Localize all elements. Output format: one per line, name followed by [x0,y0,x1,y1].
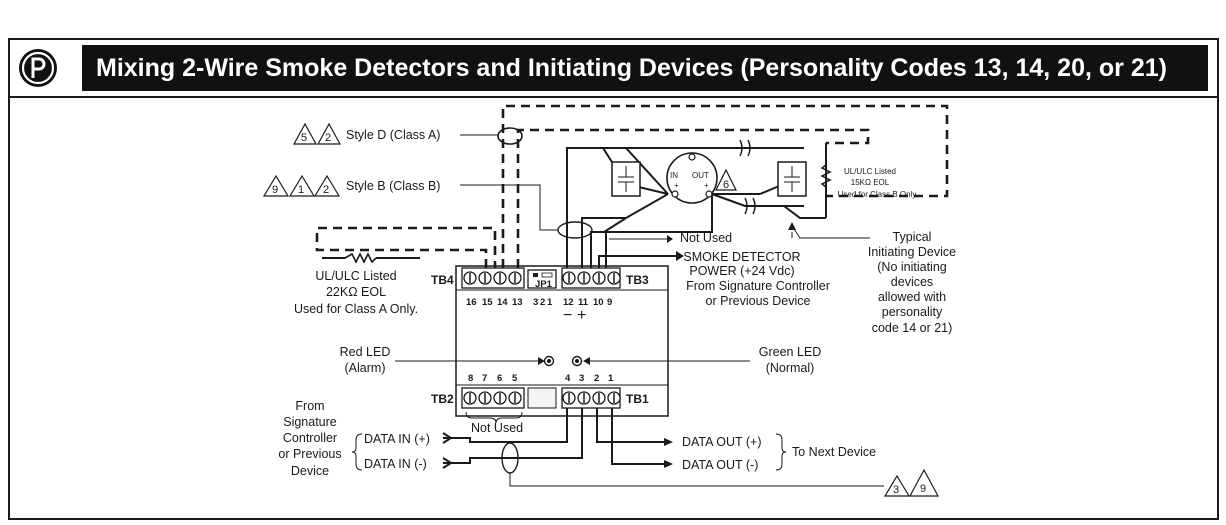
title-bar: Mixing 2-Wire Smoke Detectors and Initia… [10,40,1217,98]
pin-13: 13 [512,297,523,308]
wire-break-bottom [744,197,756,215]
style-b-label: Style B (Class B) [346,179,440,193]
from-sig-line2: Signature [283,415,337,429]
class-a-marker [497,127,523,145]
pin-10: 10 [593,297,604,308]
data-out-plus-label: DATA OUT (+) [682,435,762,449]
pin-9: 9 [607,297,612,308]
note-triangle-3: 3 [883,474,911,497]
tb3-label: TB3 [626,273,649,287]
eol-15k-line2: 15KΩ EOL [851,178,890,187]
svg-text:3: 3 [893,484,899,496]
eol-22k-line2: 22KΩ EOL [326,285,386,299]
to-next-device-label: To Next Device [792,445,876,459]
note-triangle-9a: 9 [262,174,290,197]
pin-6: 6 [497,373,502,384]
page-title: Mixing 2-Wire Smoke Detectors and Initia… [82,45,1208,91]
jp1-pin-2: 2 [540,297,545,308]
note-triangle-5: 5 [292,122,318,145]
typical-line3: (No initiating [877,260,947,274]
from-sig-line1: From [295,399,324,413]
pin-11: 11 [578,297,589,308]
from-sig-line5: Device [291,464,329,478]
red-led-line1: Red LED [340,345,391,359]
pin-5: 5 [512,373,518,384]
smoke-power-line3: From Signature Controller [686,279,830,293]
green-led-line1: Green LED [759,345,822,359]
pin-4: 4 [565,373,571,384]
diagram-frame: Mixing 2-Wire Smoke Detectors and Initia… [8,38,1219,520]
tb4-label: TB4 [431,273,454,287]
jp1-label: JP1 [535,279,553,290]
smoke-power-line4: or Previous Device [706,294,811,308]
detector-out-label: OUT [692,171,709,180]
detector-in-label: IN [670,171,678,180]
pin-12: 12 [563,297,574,308]
pin-3: 3 [579,373,584,384]
not-used-bottom: Not Used [471,421,523,435]
eol-22k-line1: UL/ULC Listed [315,269,396,283]
svg-text:9: 9 [272,184,278,196]
svg-text:9: 9 [920,483,926,495]
data-in-plus-label: DATA IN (+) [364,432,430,446]
class-b-marker [557,221,593,239]
typical-line6: personality [882,305,943,319]
pin-1: 1 [608,373,614,384]
typical-line2: Initiating Device [868,245,956,259]
jp1-pin-3: 3 [533,297,538,308]
circled-p-icon [19,49,57,87]
note-triangle-6: 6 [715,168,737,191]
eol-15k-line3: Used for Class B Only [838,190,917,199]
pin-16: 16 [466,297,477,308]
pin-7: 7 [482,373,487,384]
smoke-power-line1: SMOKE DETECTOR [683,250,800,264]
pin-15: 15 [482,297,493,308]
from-sig-line3: Controller [283,431,337,445]
red-led-line2: (Alarm) [345,361,386,375]
terminal-screws [463,271,621,405]
note-triangle-2a: 2 [316,122,342,145]
smoke-power-line2: POWER (+24 Vdc) [689,264,794,278]
from-sig-line4: or Previous [278,447,341,461]
pin-14: 14 [497,297,508,308]
detector-plus-right: + [704,181,709,190]
detector-plus-left: + [674,181,679,190]
plus-sign: + [577,307,586,324]
typical-line7: code 14 or 21) [872,321,953,335]
svg-text:2: 2 [323,184,329,196]
minus-sign: − [563,307,572,324]
note-triangle-2b: 2 [313,174,341,197]
svg-text:1: 1 [298,184,304,196]
typical-line1: Typical [893,230,932,244]
pin-8: 8 [468,373,473,384]
tb2-block [461,387,525,409]
data-in-minus-label: DATA IN (-) [364,457,427,471]
tb2-label: TB2 [431,392,454,406]
note-triangle-9b: 9 [908,468,940,497]
data-out-minus-label: DATA OUT (-) [682,458,758,472]
not-used-top: Not Used [680,231,732,245]
smoke-detector [666,152,718,204]
svg-text:2: 2 [325,132,331,144]
typical-line4: devices [891,275,933,289]
svg-text:6: 6 [723,179,729,191]
green-led-line2: (Normal) [766,361,815,375]
tb4-block [461,267,525,289]
typical-line5: allowed with [878,290,946,304]
tb1-label: TB1 [626,392,649,406]
note-triangle-1: 1 [288,174,316,197]
svg-text:5: 5 [301,132,307,144]
eol-22k-line3: Used for Class A Only. [294,302,418,316]
eol-15k-line1: UL/ULC Listed [844,167,896,176]
jp1-pin-1: 1 [547,297,553,308]
pin-2: 2 [594,373,599,384]
wire-break-top [739,139,751,157]
style-d-label: Style D (Class A) [346,128,440,142]
